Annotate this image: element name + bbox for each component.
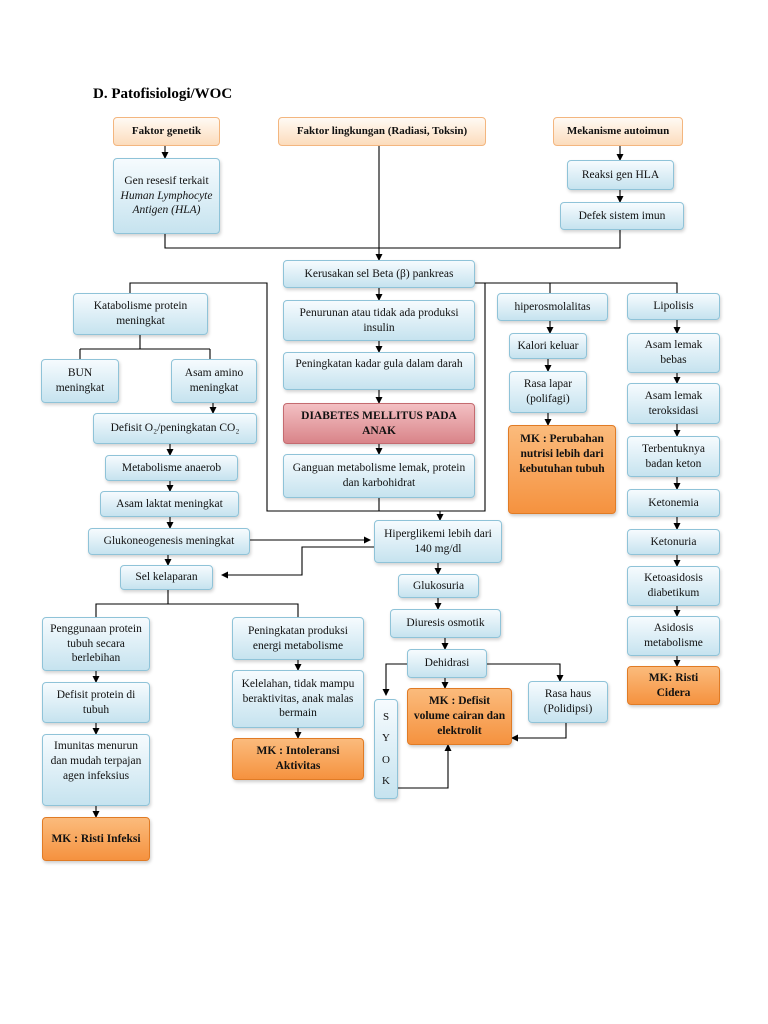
cause-environment: Faktor lingkungan (Radiasi, Toksin) bbox=[278, 117, 486, 146]
shock-letter-o: O bbox=[382, 753, 390, 766]
mk-nutrition-change: MK : Perubahan nutrisi lebih dari kebutu… bbox=[508, 425, 616, 514]
box-lactic-acid: Asam laktat meningkat bbox=[100, 491, 239, 517]
box-ketonemia: Ketonemia bbox=[627, 489, 720, 517]
gene-text: Gen resesif terkait bbox=[124, 174, 209, 187]
box-protein-deficit: Defisit protein di tubuh bbox=[42, 682, 150, 723]
box-immunity-decrease: Imunitas menurun dan mudah terpajan agen… bbox=[42, 734, 150, 806]
cause-autoimmune: Mekanisme autoimun bbox=[553, 117, 683, 146]
box-bun: BUN meningkat bbox=[41, 359, 119, 403]
box-ketoacidosis: Ketoasidosis diabetikum bbox=[627, 566, 720, 606]
box-lipolysis: Lipolisis bbox=[627, 293, 720, 320]
page-title: D. Patofisiologi/WOC bbox=[93, 86, 233, 102]
box-anaerobic-metabolism: Metabolisme anaerob bbox=[105, 455, 238, 481]
box-metabolism-disorder: Ganguan metabolisme lemak, protein dan k… bbox=[283, 454, 475, 498]
shock-letter-s: S bbox=[382, 710, 390, 723]
box-fatigue: Kelelahan, tidak mampu beraktivitas, ana… bbox=[232, 670, 364, 728]
box-protein-catabolism: Katabolisme protein meningkat bbox=[73, 293, 208, 335]
box-metabolic-acidosis: Asidosis metabolisme bbox=[627, 616, 720, 656]
box-recessive-gene: Gen resesif terkait Human Lymphocyte Ant… bbox=[113, 158, 220, 234]
box-immune-defect: Defek sistem imun bbox=[560, 202, 684, 230]
box-diabetes-mellitus: DIABETES MELLITUS PADA ANAK bbox=[283, 403, 475, 444]
cause-genetic: Faktor genetik bbox=[113, 117, 220, 146]
box-glucosuria: Glukosuria bbox=[398, 574, 479, 598]
box-shock: S Y O K bbox=[374, 699, 398, 799]
mk-activity-intolerance: MK : Intoleransi Aktivitas bbox=[232, 738, 364, 780]
box-osmotic-diuresis: Diuresis osmotik bbox=[390, 609, 501, 638]
box-oxidized-fatty-acid: Asam lemak teroksidasi bbox=[627, 383, 720, 424]
box-dehydration: Dehidrasi bbox=[407, 649, 487, 678]
mk-injury-risk: MK: Risti Cidera bbox=[627, 666, 720, 705]
box-hyperosmolality: hiperosmolalitas bbox=[497, 293, 608, 321]
box-cell-starvation: Sel kelaparan bbox=[120, 565, 213, 590]
box-energy-production: Peningkatan produksi energi metabolisme bbox=[232, 617, 364, 660]
box-hyperglycemia: Hiperglikemi lebih dari 140 mg/dl bbox=[374, 520, 502, 563]
box-o2-deficit: Defisit O₂/peningkatan CO₂ bbox=[93, 413, 257, 444]
box-blood-sugar-increase: Peningkatan kadar gula dalam darah bbox=[283, 352, 475, 390]
box-protein-overuse: Penggunaan protein tubuh secara berlebih… bbox=[42, 617, 150, 671]
shock-letter-k: K bbox=[382, 775, 390, 788]
box-gluconeogenesis: Glukoneogenesis meningkat bbox=[88, 528, 250, 555]
mk-infection-risk: MK : Risti Infeksi bbox=[42, 817, 150, 861]
box-amino-acid: Asam amino meningkat bbox=[171, 359, 257, 403]
hla-text: Human Lymphocyte Antigen (HLA) bbox=[120, 189, 213, 217]
box-hla-reaction: Reaksi gen HLA bbox=[567, 160, 674, 190]
box-beta-cell-damage: Kerusakan sel Beta (β) pankreas bbox=[283, 260, 475, 288]
box-insulin-decrease: Penurunan atau tidak ada produksi insuli… bbox=[283, 300, 475, 341]
box-free-fatty-acid: Asam lemak bebas bbox=[627, 333, 720, 373]
shock-letter-y: Y bbox=[382, 732, 390, 745]
box-thirst: Rasa haus (Polidipsi) bbox=[528, 681, 608, 723]
box-ketonuria: Ketonuria bbox=[627, 529, 720, 555]
box-ketone-formation: Terbentuknya badan keton bbox=[627, 436, 720, 477]
box-calorie-loss: Kalori keluar bbox=[509, 333, 587, 359]
box-hunger: Rasa lapar (polifagi) bbox=[509, 371, 587, 413]
mk-fluid-deficit: MK : Defisit volume cairan dan elektroli… bbox=[407, 688, 512, 745]
